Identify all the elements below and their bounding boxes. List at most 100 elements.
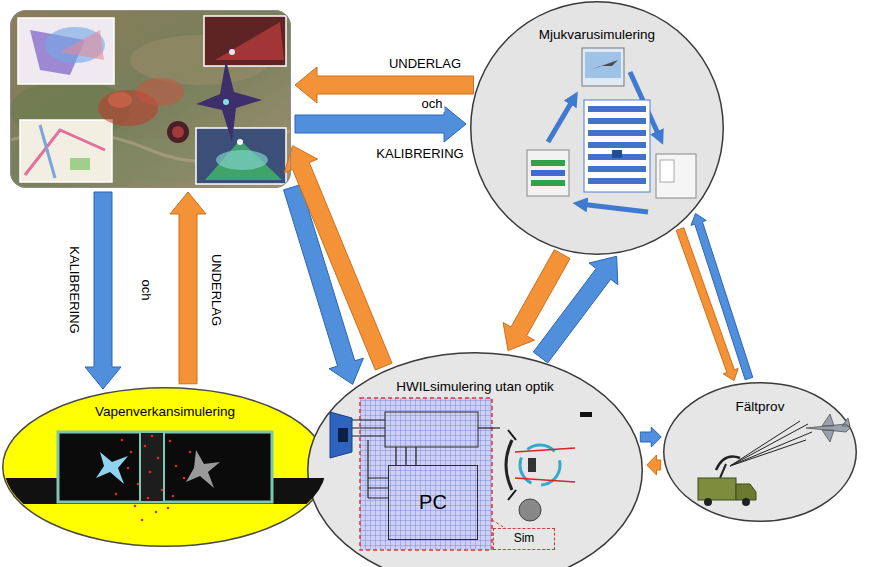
impact-dots-part xyxy=(130,451,133,454)
impact-dots-part xyxy=(134,505,137,508)
field-test-scene-part xyxy=(742,498,750,506)
map-inset-part xyxy=(205,140,282,180)
impact-dots-part xyxy=(144,445,147,448)
software-screens-part xyxy=(582,48,624,86)
arrow-label: UNDERLAG xyxy=(387,56,463,72)
impact-dots-part xyxy=(155,511,158,514)
map-inset-part xyxy=(25,130,105,175)
software-screens-part xyxy=(585,52,621,78)
impact-dots-part xyxy=(151,435,154,438)
node-title: Sim xyxy=(514,532,535,546)
impact-dots-part xyxy=(161,489,164,492)
map-inset-part xyxy=(237,139,243,145)
conjunction-label: och xyxy=(420,96,445,112)
map-inset-part xyxy=(196,128,286,184)
arrow-label: UNDERLAG xyxy=(208,252,224,328)
impact-dots-part xyxy=(157,457,160,460)
coverage-lobes xyxy=(98,78,189,143)
map-inset xyxy=(18,18,114,84)
weapon-effect-ellipse: Vapenverkansimulering xyxy=(2,387,328,547)
software-screens-part xyxy=(656,154,696,198)
software-screens-part xyxy=(531,160,565,166)
software-screens-part xyxy=(612,150,622,158)
map-inset-part xyxy=(60,30,104,60)
software-screens-part xyxy=(588,118,646,124)
weapon-effect-scene-part xyxy=(186,450,220,488)
software-screens-part xyxy=(588,166,646,172)
software-screens-part xyxy=(531,180,565,186)
impact-dots-part xyxy=(137,483,140,486)
software-screens-part xyxy=(588,142,646,148)
hwil-setup-part xyxy=(338,428,348,442)
hwil-setup-part xyxy=(368,440,388,498)
block-arrow xyxy=(691,213,753,379)
map-inset-part xyxy=(70,158,90,170)
map-inset-part xyxy=(18,18,114,84)
impact-dots-part xyxy=(175,465,178,468)
coverage-lobes-part xyxy=(172,126,184,138)
pc-box: PC xyxy=(388,465,478,540)
software-screens-part xyxy=(531,170,565,176)
block-arrow xyxy=(533,256,617,363)
hwil-setup-part xyxy=(360,398,492,550)
map-inset-part xyxy=(216,150,268,170)
threat-star xyxy=(196,60,262,142)
ellipse-shape xyxy=(308,353,643,567)
impact-dots-part xyxy=(141,519,144,522)
ellipse-shape xyxy=(664,383,857,522)
map-inset-part xyxy=(229,49,235,55)
block-arrow xyxy=(640,427,661,447)
map-inset xyxy=(20,120,112,182)
field-test-ellipse: Fältprov xyxy=(663,382,857,522)
terrain-map-part xyxy=(10,10,291,188)
coverage-lobes-part xyxy=(136,78,184,106)
impact-dots-part xyxy=(183,477,186,480)
block-arrow xyxy=(647,455,661,475)
software-screens-part xyxy=(584,100,650,192)
map-inset-part xyxy=(20,120,112,182)
software-screens-part xyxy=(588,106,646,112)
coverage-lobes-part xyxy=(108,92,132,108)
weapon-effect-scene-part xyxy=(58,432,272,502)
map-inset-part xyxy=(215,22,284,60)
arrow-label: KALIBRERING xyxy=(374,146,465,162)
map-inset-part xyxy=(45,27,105,63)
threat-star-part xyxy=(223,99,229,105)
coverage-lobes-part xyxy=(167,121,189,143)
sim-box: Sim xyxy=(493,528,555,550)
impact-dots-part xyxy=(127,467,130,470)
map-inset xyxy=(204,16,286,66)
software-screens-part xyxy=(590,60,618,70)
weapon-effect-scene-part xyxy=(140,432,164,502)
impact-dots-part xyxy=(149,471,152,474)
impact-dots-part xyxy=(115,493,118,496)
impact-dots-part xyxy=(121,439,124,442)
block-arrow xyxy=(295,67,474,103)
threat-star-part xyxy=(196,60,262,142)
hwil-setup-part xyxy=(519,499,541,521)
hwil-setup-part xyxy=(385,412,478,447)
node-title: Fältprov xyxy=(663,399,857,415)
impact-dots-part xyxy=(189,451,192,454)
impact-dots-part xyxy=(169,440,172,443)
map-inset xyxy=(196,128,286,184)
software-screens-part xyxy=(527,150,569,196)
map-inset-part xyxy=(204,16,286,66)
hwil-setup-part xyxy=(330,412,352,458)
software-screens-part xyxy=(588,178,646,184)
impact-dots-part xyxy=(167,507,170,510)
node-title: Mjukvarusimulering xyxy=(470,27,724,43)
conjunction-label: och xyxy=(138,278,154,303)
impact-dots-part xyxy=(147,497,150,500)
field-test-scene-part xyxy=(698,478,736,500)
hwil-setup-part xyxy=(478,427,500,428)
hwil-setup-part xyxy=(396,447,416,465)
node-title: Vapenverkansimulering xyxy=(2,404,328,420)
ellipse-shape xyxy=(471,2,724,255)
arrow-label: KALIBRERING xyxy=(66,244,82,335)
map-inset-part xyxy=(40,125,55,178)
ellipse-shape xyxy=(3,388,328,547)
impact-dots-part xyxy=(172,495,175,498)
software-screens-part xyxy=(660,160,674,182)
